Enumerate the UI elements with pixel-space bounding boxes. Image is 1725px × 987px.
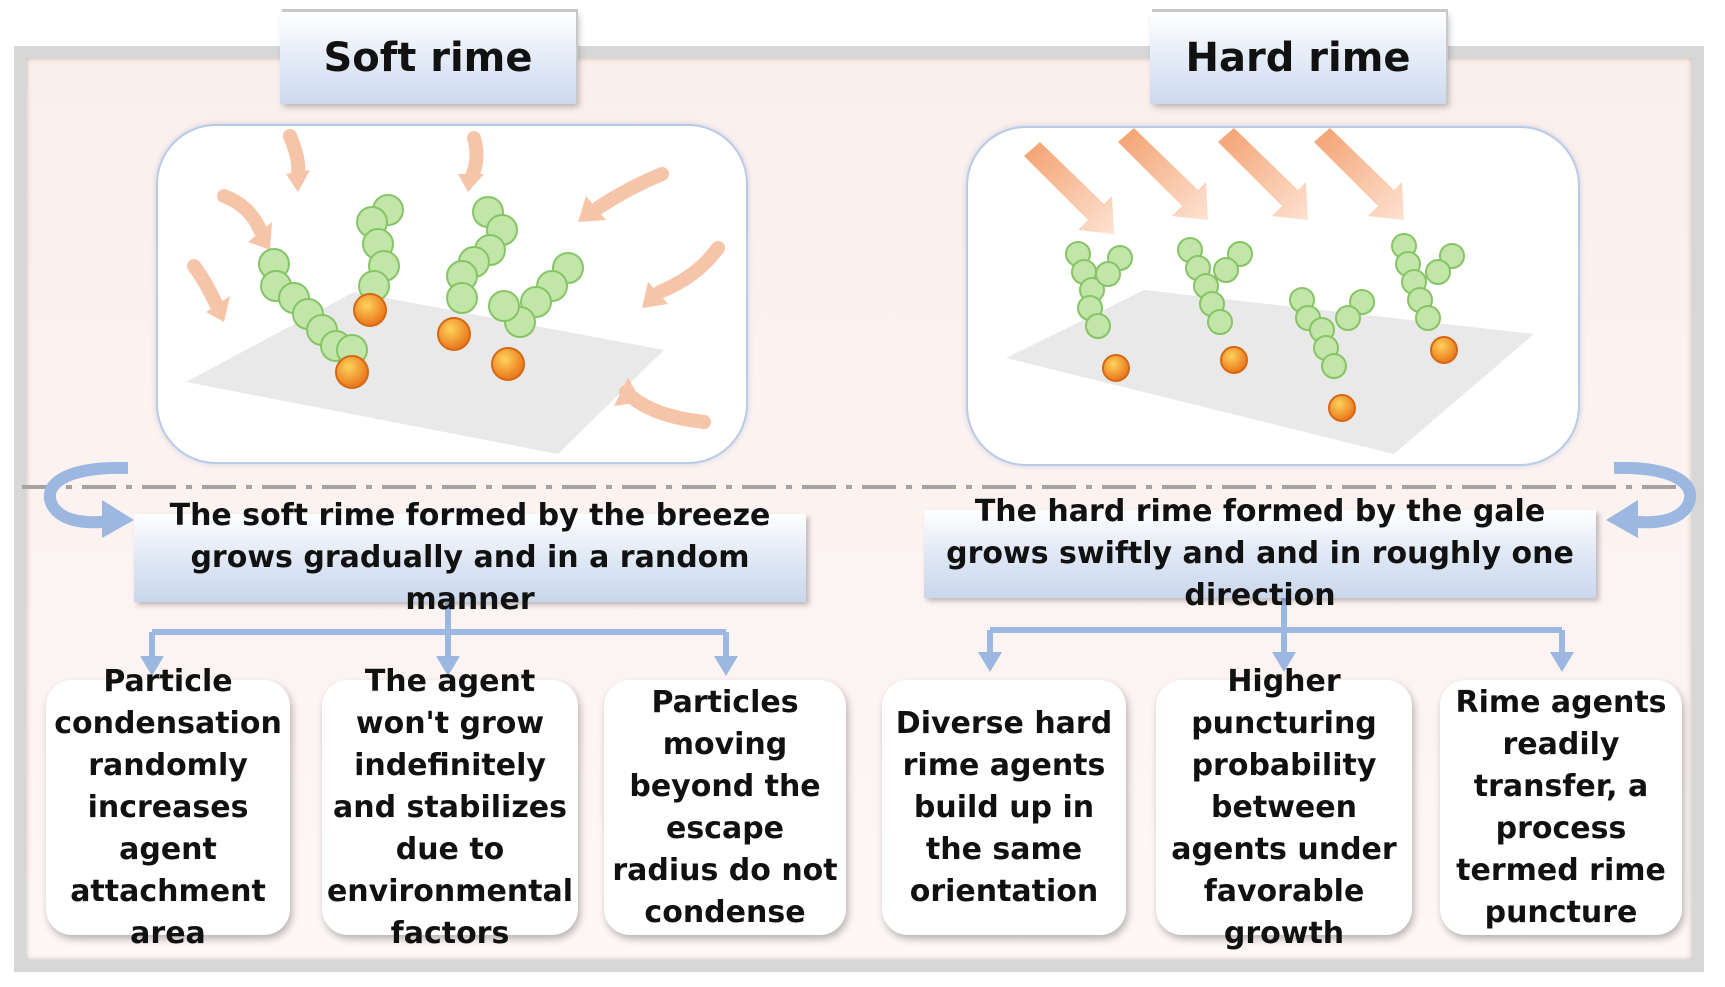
hard-card-same-orientation: Diverse hard rime agents build up in the…: [882, 680, 1126, 935]
soft-card-attachment-area: Particle condensation randomly increases…: [46, 664, 290, 951]
hard-card-puncturing-probability: Higher puncturing probability between ag…: [1156, 664, 1412, 951]
particle-chains: [1065, 233, 1465, 379]
hard-rime-graphic: [1006, 128, 1534, 454]
particle-chains: [258, 194, 584, 366]
seed-particles: [335, 293, 525, 389]
soft-rime-title: Soft rime: [280, 12, 576, 104]
hard-rime-title: Hard rime: [1150, 12, 1446, 104]
seed-particles: [1102, 336, 1458, 422]
surface-plane: [1006, 290, 1534, 454]
wind-arrows: [1024, 128, 1404, 234]
hard-rime-illustration: [966, 126, 1580, 466]
hard-rime-description: The hard rime formed by the gale grows s…: [924, 494, 1596, 613]
soft-card-stabilization: The agent won't grow indefinitely and st…: [322, 664, 578, 951]
surface-plane: [186, 292, 664, 454]
soft-rime-illustration: [156, 124, 748, 464]
hard-card-rime-puncture: Rime agents readily transfer, a process …: [1440, 680, 1682, 935]
soft-rime-description: The soft rime formed by the breeze grows…: [134, 498, 806, 617]
wind-arrowheads: [206, 170, 668, 406]
soft-card-escape-radius: Particles moving beyond the escape radiu…: [604, 680, 846, 935]
soft-rime-graphic: [186, 129, 725, 454]
